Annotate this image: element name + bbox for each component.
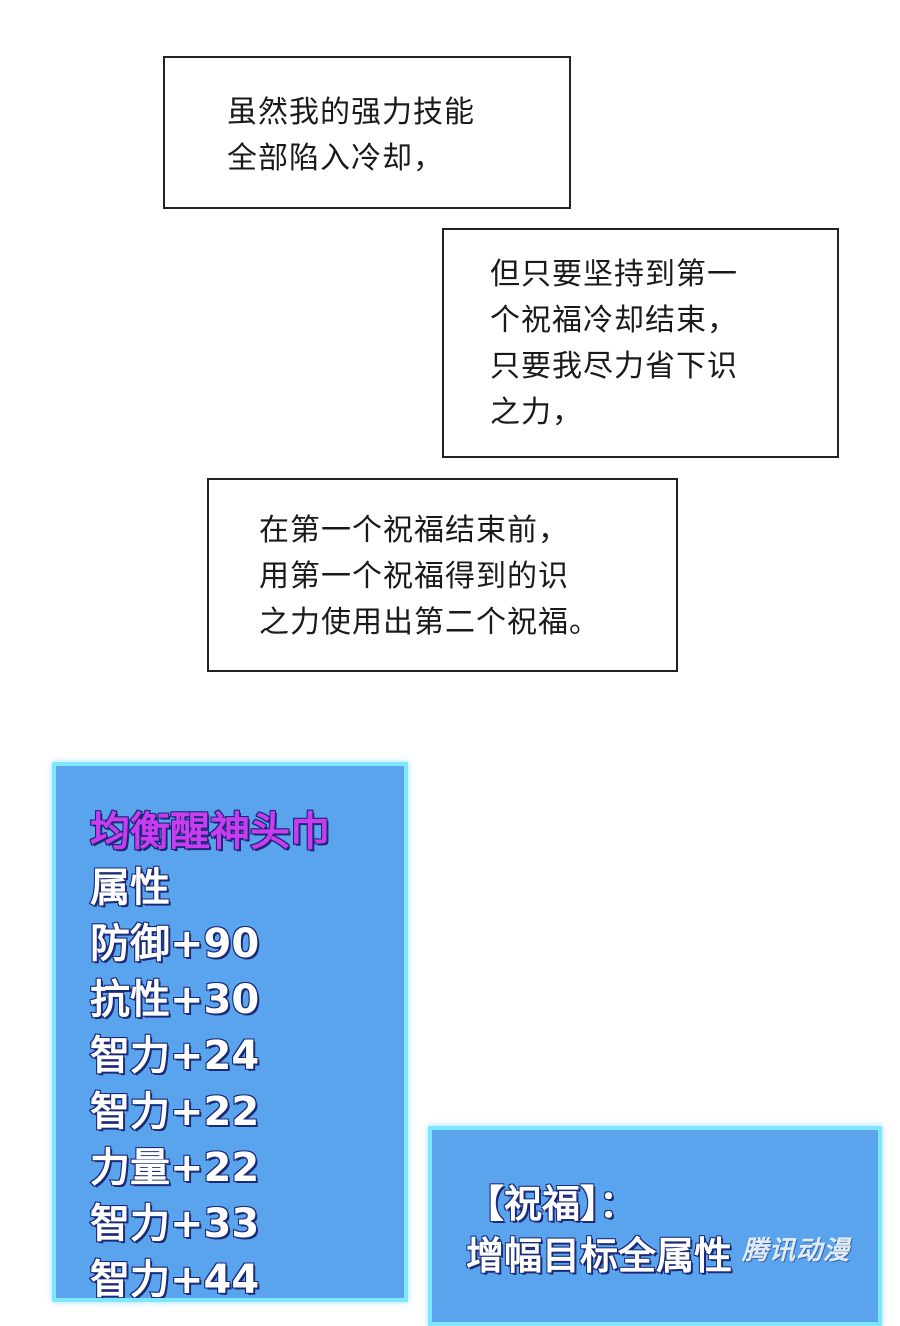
caption-line: 但只要坚持到第一 [490, 257, 738, 292]
blessing-panel: 【祝福】： 增幅目标全属性 [428, 1126, 882, 1326]
stat-line: 智力+44 [89, 1256, 260, 1302]
stat-line: 防御+90 [89, 920, 260, 968]
stat-line: 力量+22 [89, 1144, 260, 1192]
blessing-description: 增幅目标全属性 [466, 1234, 733, 1278]
item-stats-panel: 均衡醒神头巾 属性 防御+90 抗性+30 智力+24 智力+22 力量+22 … [52, 762, 408, 1302]
caption-line: 在第一个祝福结束前， [259, 513, 569, 548]
caption-line: 虽然我的强力技能 [227, 95, 475, 130]
stat-line: 抗性+30 [89, 976, 260, 1024]
caption-box-1: 虽然我的强力技能 全部陷入冷却， [163, 56, 571, 209]
caption-line: 之力， [490, 395, 583, 430]
blessing-title: 【祝福】： [466, 1182, 638, 1226]
caption-line: 只要我尽力省下识 [490, 349, 738, 384]
caption-line: 之力使用出第二个祝福。 [259, 605, 600, 640]
caption-box-3: 在第一个祝福结束前， 用第一个祝福得到的识 之力使用出第二个祝福。 [207, 478, 678, 672]
stat-line: 智力+24 [89, 1032, 260, 1080]
stat-line: 智力+22 [89, 1088, 260, 1136]
publisher-watermark: 腾讯动漫 [742, 1236, 851, 1266]
attributes-label: 属性 [89, 864, 171, 912]
item-name: 均衡醒神头巾 [89, 808, 331, 856]
caption-line: 用第一个祝福得到的识 [259, 559, 569, 594]
caption-line: 个祝福冷却结束， [490, 303, 738, 338]
caption-line: 全部陷入冷却， [227, 141, 444, 176]
caption-box-2: 但只要坚持到第一 个祝福冷却结束， 只要我尽力省下识 之力， [442, 228, 839, 458]
stat-line: 智力+33 [89, 1200, 260, 1248]
